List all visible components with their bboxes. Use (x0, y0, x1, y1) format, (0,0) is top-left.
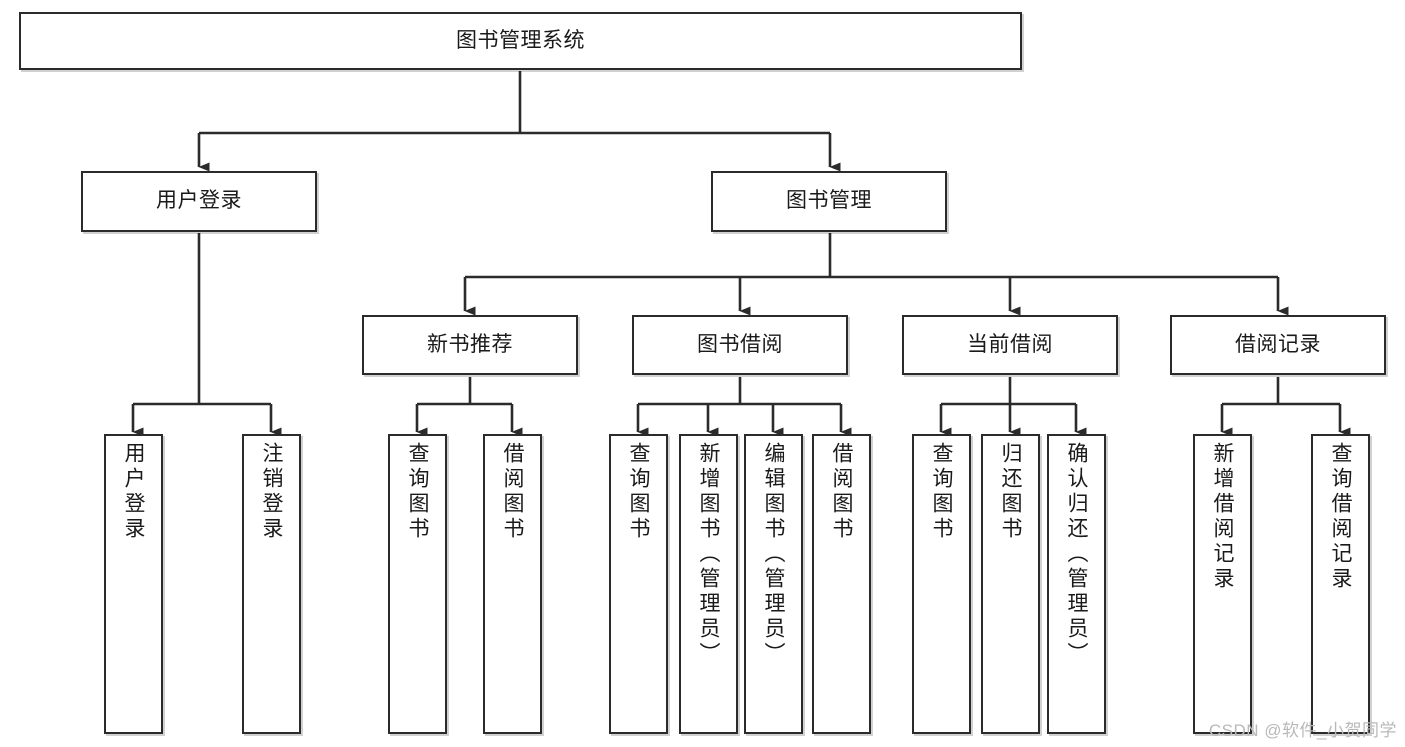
node-book-borrow[interactable]: 图书借阅 (632, 315, 848, 375)
node-label: 确认归还（管理员） (1065, 442, 1088, 667)
node-label: 借阅图书 (501, 442, 524, 542)
leaf-record-query-record[interactable]: 查询借阅记录 (1311, 434, 1370, 734)
node-label: 新增借阅记录 (1211, 442, 1234, 592)
node-label: 编辑图书（管理员） (762, 442, 785, 667)
node-label: 图书管理系统 (456, 28, 585, 52)
node-label: 归还图书 (999, 442, 1022, 542)
node-new-book-recommend[interactable]: 新书推荐 (362, 315, 578, 375)
leaf-current-return-book[interactable]: 归还图书 (981, 434, 1040, 734)
leaf-recommend-query-book[interactable]: 查询图书 (388, 434, 447, 734)
node-label: 借阅图书 (830, 442, 853, 542)
leaf-borrow-edit-book-admin[interactable]: 编辑图书（管理员） (744, 434, 803, 734)
node-label: 用户登录 (122, 442, 145, 542)
leaf-user-login-logout[interactable]: 注销登录 (242, 434, 301, 734)
node-label: 注销登录 (260, 442, 283, 542)
node-borrow-record[interactable]: 借阅记录 (1170, 315, 1386, 375)
leaf-current-query-book[interactable]: 查询图书 (912, 434, 971, 734)
leaf-recommend-borrow-book[interactable]: 借阅图书 (483, 434, 542, 734)
leaf-record-add-record[interactable]: 新增借阅记录 (1193, 434, 1252, 734)
node-user-login[interactable]: 用户登录 (81, 171, 317, 232)
leaf-borrow-borrow-book[interactable]: 借阅图书 (812, 434, 871, 734)
node-label: 查询图书 (627, 442, 650, 542)
leaf-current-confirm-return-admin[interactable]: 确认归还（管理员） (1047, 434, 1106, 734)
node-current-borrow[interactable]: 当前借阅 (902, 315, 1118, 375)
node-label: 新书推荐 (427, 332, 513, 356)
node-root-system[interactable]: 图书管理系统 (19, 12, 1022, 70)
node-label: 借阅记录 (1235, 332, 1321, 356)
leaf-user-login-login[interactable]: 用户登录 (104, 434, 163, 734)
node-label: 图书管理 (786, 189, 872, 213)
node-label: 当前借阅 (967, 332, 1053, 356)
node-label: 查询图书 (406, 442, 429, 542)
csdn-watermark: CSDN @软件_小贺同学 (1208, 721, 1397, 740)
node-book-management[interactable]: 图书管理 (711, 171, 947, 232)
leaf-borrow-add-book-admin[interactable]: 新增图书（管理员） (679, 434, 738, 734)
node-label: 新增图书（管理员） (697, 442, 720, 667)
node-label: 用户登录 (156, 189, 242, 213)
node-label: 查询图书 (930, 442, 953, 542)
leaf-borrow-query-book[interactable]: 查询图书 (609, 434, 668, 734)
node-label: 图书借阅 (697, 332, 783, 356)
node-label: 查询借阅记录 (1329, 442, 1352, 592)
